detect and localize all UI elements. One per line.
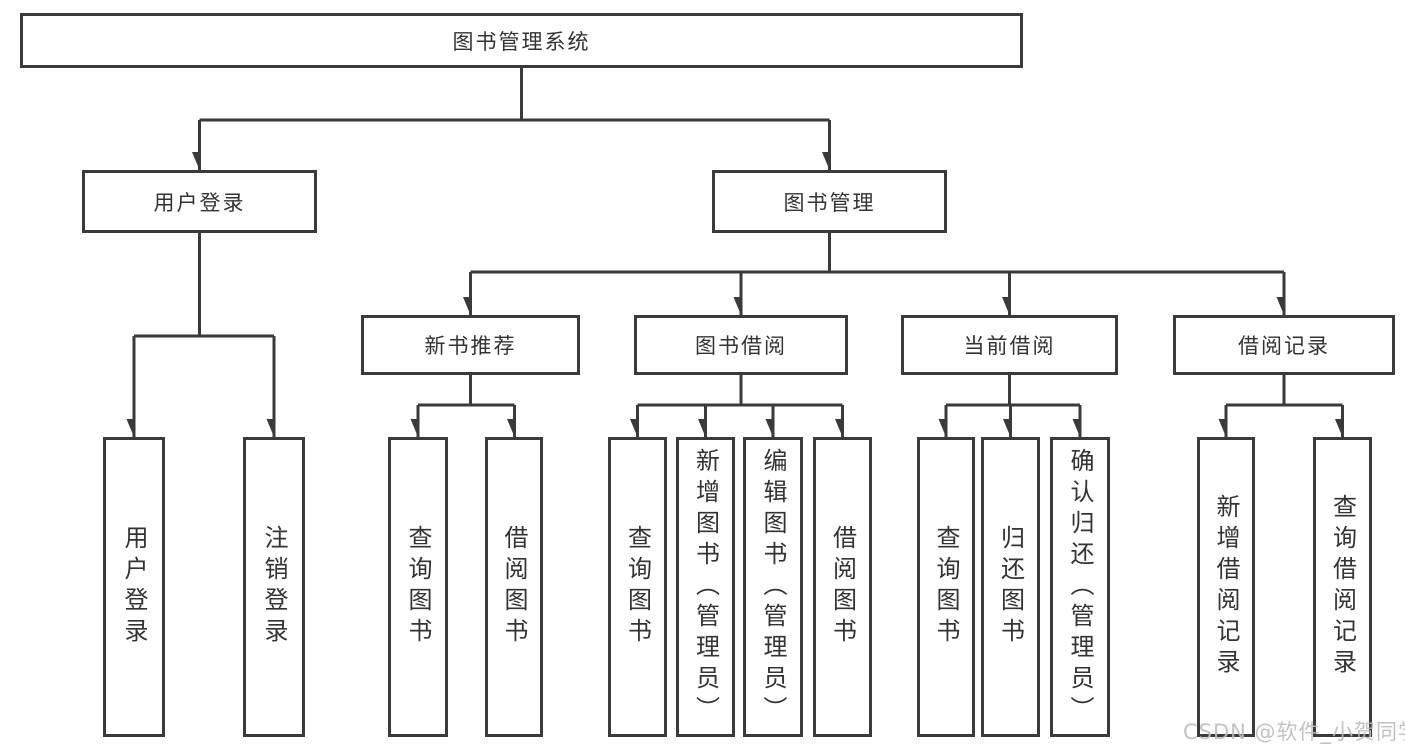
leaf-query-books-current: 查询图书 <box>917 437 975 737</box>
node-current-borrow: 当前借阅 <box>901 315 1118 375</box>
leaf-query-books-recommend-label: 查询图书 <box>404 525 432 649</box>
leaf-edit-book-admin-label: 编辑图书（管理员） <box>759 447 787 727</box>
node-root: 图书管理系统 <box>20 13 1023 68</box>
leaf-query-books-current-label: 查询图书 <box>932 525 960 649</box>
node-current-borrow-label: 当前借阅 <box>963 334 1056 358</box>
leaf-confirm-return-admin-label: 确认归还（管理员） <box>1066 447 1094 727</box>
connector-root-trunk <box>199 68 830 122</box>
leaf-confirm-return-admin: 确认归还（管理员） <box>1050 437 1110 737</box>
leaf-return-books-label: 归还图书 <box>996 525 1025 649</box>
connector-new-book-trunk <box>418 375 515 407</box>
connector-current-borrow-trunk <box>946 375 1080 407</box>
leaf-query-books-borrow-label: 查询图书 <box>623 525 652 649</box>
node-borrow-records-label: 借阅记录 <box>1238 334 1330 358</box>
node-book-management-label: 图书管理 <box>783 190 876 215</box>
leaf-query-borrow-record-label: 查询借阅记录 <box>1328 494 1357 680</box>
node-book-management: 图书管理 <box>712 170 947 233</box>
leaf-query-books-borrow: 查询图书 <box>608 437 667 737</box>
node-borrow-records: 借阅记录 <box>1173 315 1395 375</box>
leaf-borrow-books-borrow-label: 借阅图书 <box>828 525 857 649</box>
leaf-return-books: 归还图书 <box>981 437 1040 737</box>
connector-book-borrow-trunk <box>637 375 843 407</box>
leaf-query-borrow-record: 查询借阅记录 <box>1313 437 1372 737</box>
leaf-add-borrow-record-label: 新增借阅记录 <box>1212 494 1240 680</box>
leaf-edit-book-admin: 编辑图书（管理员） <box>743 437 803 737</box>
node-user-login-label: 用户登录 <box>153 190 246 215</box>
leaf-user-login-label: 用户登录 <box>120 525 148 649</box>
node-user-login: 用户登录 <box>82 170 317 233</box>
leaf-user-login: 用户登录 <box>103 437 165 737</box>
leaf-borrow-books-recommend: 借阅图书 <box>485 437 543 737</box>
node-new-book-recommend-label: 新书推荐 <box>424 334 517 358</box>
csdn-watermark: CSDN @软件_小贺同学 <box>1183 720 1405 744</box>
leaf-add-book-admin-label: 新增图书（管理员） <box>691 447 720 727</box>
leaf-logout-label: 注销登录 <box>260 525 288 649</box>
leaf-add-book-admin: 新增图书（管理员） <box>676 437 735 737</box>
connector-user-login-trunk <box>134 233 274 338</box>
leaf-add-borrow-record: 新增借阅记录 <box>1197 437 1255 737</box>
node-book-borrow: 图书借阅 <box>634 315 848 375</box>
leaf-borrow-books-borrow: 借阅图书 <box>813 437 872 737</box>
leaf-borrow-books-recommend-label: 借阅图书 <box>500 525 528 649</box>
connector-book-management-trunk <box>470 233 1284 274</box>
node-root-label: 图书管理系统 <box>452 29 591 54</box>
leaf-logout: 注销登录 <box>243 437 305 737</box>
node-book-borrow-label: 图书借阅 <box>695 334 787 358</box>
node-new-book-recommend: 新书推荐 <box>361 315 580 375</box>
connector-borrow-records-trunk <box>1226 375 1343 407</box>
leaf-query-books-recommend: 查询图书 <box>388 437 448 737</box>
